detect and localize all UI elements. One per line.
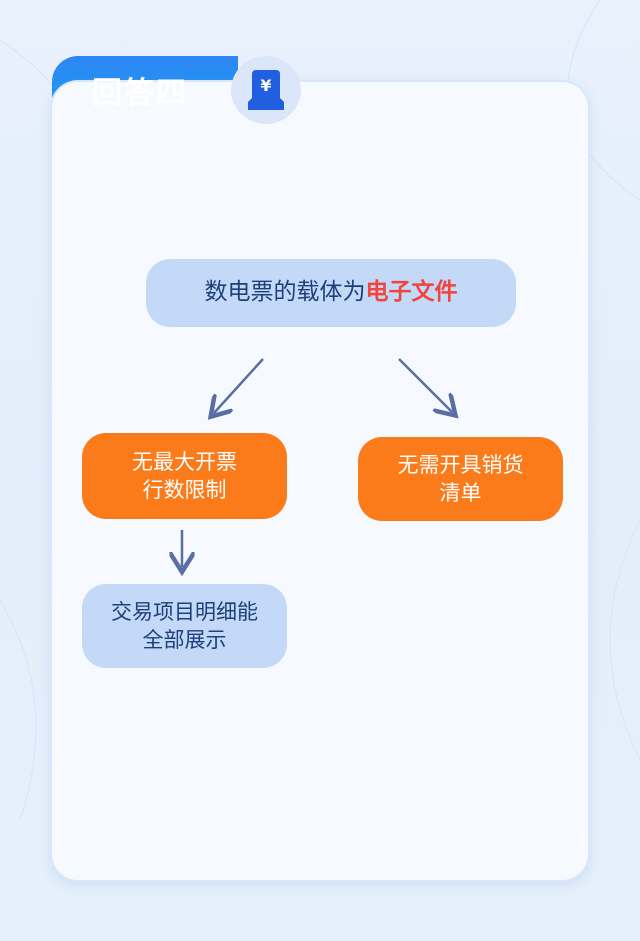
left-branch-node: 无最大开票 行数限制 <box>82 433 287 519</box>
left-child-line2: 全部展示 <box>142 628 227 652</box>
left-branch-line1: 无最大开票 <box>132 449 237 474</box>
root-node: 数电票的载体为电子文件 <box>146 259 516 327</box>
yen-ticket-icon: ¥ <box>248 70 284 110</box>
right-branch-line1: 无需开具销货 <box>397 452 524 477</box>
header-title: 回答四 <box>92 76 188 111</box>
right-branch-node: 无需开具销货 清单 <box>358 437 563 521</box>
header-tab-curve <box>52 120 232 190</box>
yen-symbol: ¥ <box>260 76 271 95</box>
root-highlight-text: 电子文件 <box>365 279 458 306</box>
left-child-line1: 交易项目明细能 <box>111 599 258 624</box>
left-branch-line2: 行数限制 <box>142 478 227 502</box>
right-branch-line2: 清单 <box>439 481 482 505</box>
root-text: 数电票的载体为 <box>204 279 366 306</box>
left-child-node: 交易项目明细能 全部展示 <box>82 584 287 668</box>
